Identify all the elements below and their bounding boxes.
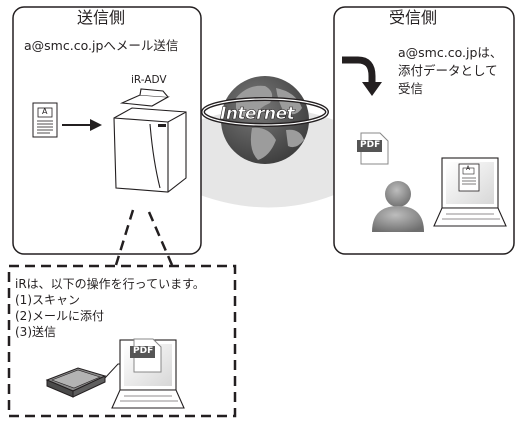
scan-arrow-icon <box>62 119 102 131</box>
laptop-icon <box>433 157 507 227</box>
steps-line-3: (2)メールに添付 <box>15 309 104 323</box>
receive-arrow-icon <box>342 56 382 96</box>
sender-address-line: a@smc.co.jpへメール送信 <box>24 38 179 53</box>
user-icon <box>372 181 424 232</box>
pdf-label: PDF <box>360 140 381 150</box>
document-letter: A <box>42 107 48 116</box>
steps-line-1: iRは、以下の操作を行っています。 <box>15 277 205 291</box>
device-label: iR-ADV <box>131 74 167 86</box>
receiver-message-line-3: 受信 <box>398 81 424 96</box>
receiver-message-line-1: a@smc.co.jpは、 <box>398 45 503 60</box>
callout-line-left <box>114 209 135 266</box>
internet-label: Internet <box>220 104 295 124</box>
document-icon <box>32 102 58 138</box>
printer-icon <box>113 88 187 193</box>
steps-line-2: (1)スキャン <box>15 293 80 307</box>
callout-line-right <box>147 211 174 266</box>
sender-title: 送信側 <box>77 8 126 27</box>
steps-pdf-label: PDF <box>133 346 154 356</box>
steps-pdf-icon <box>130 338 162 373</box>
pdf-file-icon <box>357 132 389 165</box>
scanner-icon <box>45 367 107 398</box>
receiver-document-letter: A <box>466 165 471 172</box>
receiver-title: 受信側 <box>389 8 438 27</box>
sender-panel <box>12 6 202 255</box>
receiver-message-line-2: 添付データとして <box>398 63 498 78</box>
steps-line-4: (3)送信 <box>15 325 56 339</box>
